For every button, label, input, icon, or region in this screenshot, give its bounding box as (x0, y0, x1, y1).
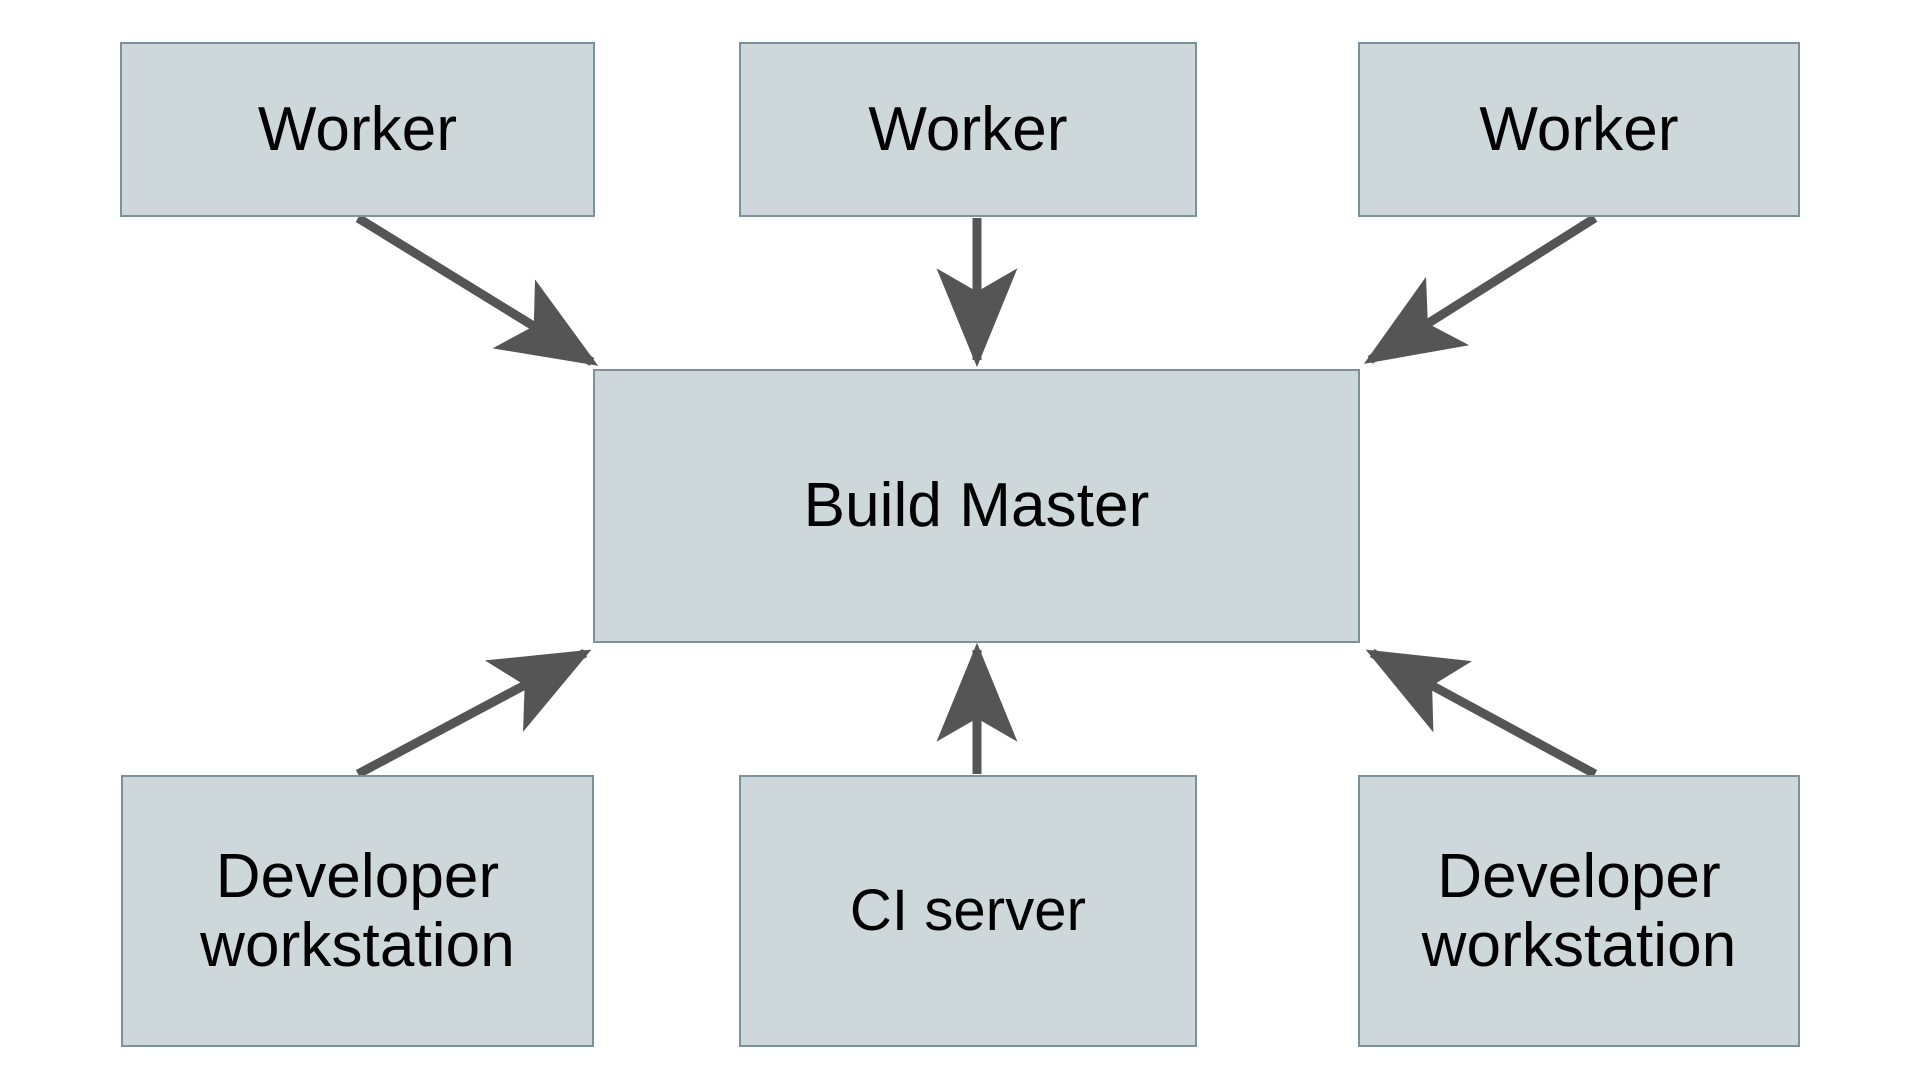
node-label: Worker (868, 94, 1068, 164)
node-label: Build Master (803, 471, 1150, 541)
node-label: Worker (1479, 94, 1679, 164)
edge-worker-1-to-build-master (355, 214, 599, 366)
edge-dev-workstation-2-to-build-master (1365, 649, 1598, 778)
node-developer-workstation-2[interactable]: Developer workstation (1358, 775, 1800, 1047)
node-developer-workstation-1[interactable]: Developer workstation (121, 775, 594, 1047)
node-label: Developer workstation (200, 841, 515, 980)
edge-dev-workstation-1-to-build-master (355, 649, 592, 778)
node-build-master[interactable]: Build Master (593, 369, 1360, 643)
node-worker-1[interactable]: Worker (120, 42, 595, 217)
node-label: CI server (849, 877, 1087, 943)
node-worker-3[interactable]: Worker (1358, 42, 1800, 217)
node-ci-server[interactable]: CI server (739, 775, 1197, 1047)
node-worker-2[interactable]: Worker (739, 42, 1197, 217)
edge-worker-3-to-build-master (1363, 214, 1598, 364)
node-label: Developer workstation (1421, 841, 1737, 980)
node-label: Worker (257, 94, 458, 164)
